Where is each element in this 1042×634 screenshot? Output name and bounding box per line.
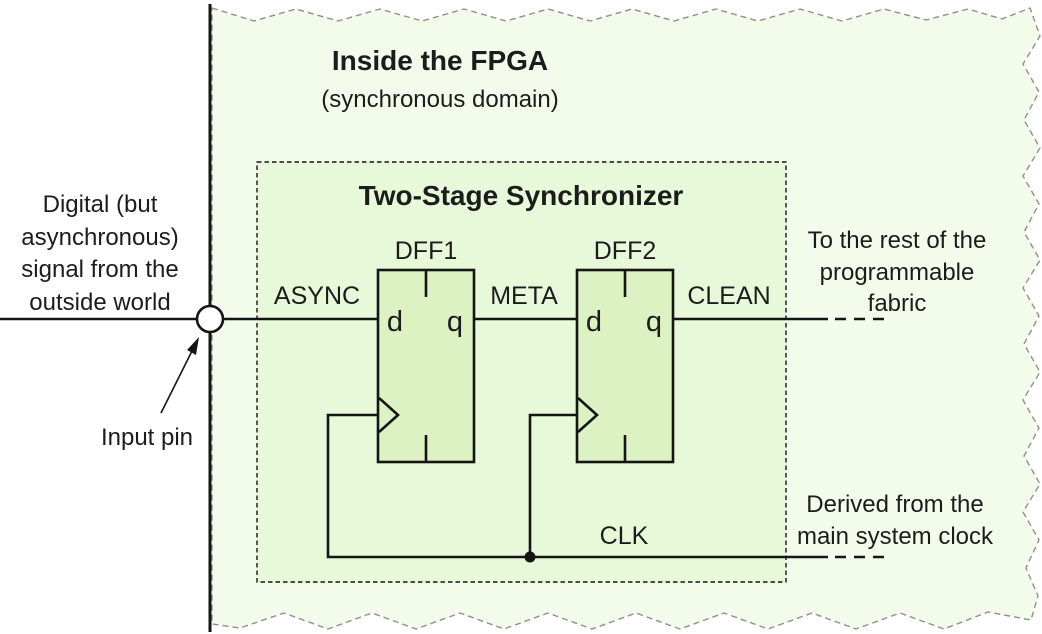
to-fabric-line-3: fabric bbox=[868, 290, 927, 317]
clk-signal-label: CLK bbox=[600, 522, 649, 550]
fpga-subtitle: (synchronous domain) bbox=[321, 86, 558, 113]
input-pin-circle bbox=[195, 304, 225, 334]
async-signal-label: ASYNC bbox=[274, 282, 360, 310]
dff2-q-port-label: q bbox=[646, 306, 662, 338]
dff2-label: DFF2 bbox=[594, 237, 657, 265]
synchronizer-title: Two-Stage Synchronizer bbox=[359, 180, 684, 211]
dff1-clock-triangle bbox=[378, 397, 400, 433]
clock-junction-dot bbox=[524, 551, 536, 563]
dff1-d-port-label: d bbox=[387, 306, 403, 338]
clock-branch-dff2 bbox=[528, 413, 577, 557]
to-fabric-line-1: To the rest of the bbox=[808, 227, 987, 254]
input-pin-label: Input pin bbox=[101, 424, 193, 451]
dff1-box bbox=[376, 268, 476, 464]
outside-signal-line-3: signal from the bbox=[21, 256, 178, 283]
to-fabric-annotation: To the rest of the programmable fabric bbox=[808, 227, 987, 317]
dff2-clock-triangle bbox=[577, 397, 599, 433]
input-pin-arrow-line bbox=[160, 350, 193, 414]
outside-signal-line-4: outside world bbox=[29, 289, 170, 316]
clock-source-annotation: Derived from the main system clock bbox=[797, 491, 994, 550]
meta-signal-label: META bbox=[490, 282, 558, 310]
dff2-d-port-label: d bbox=[586, 306, 602, 338]
outside-signal-line-1: Digital (but bbox=[43, 191, 158, 218]
dff1-q-port-label: q bbox=[447, 306, 463, 338]
dff2-box bbox=[575, 268, 675, 464]
synchronizer-box bbox=[256, 161, 787, 583]
clock-source-line-2: main system clock bbox=[797, 523, 994, 550]
input-pin-arrow-head bbox=[187, 337, 199, 355]
fpga-title: Inside the FPGA bbox=[332, 45, 548, 76]
outside-signal-annotation: Digital (but asynchronous) signal from t… bbox=[21, 191, 178, 316]
dff1-label: DFF1 bbox=[395, 237, 458, 265]
outside-signal-line-2: asynchronous) bbox=[21, 224, 178, 251]
clean-signal-label: CLEAN bbox=[687, 282, 770, 310]
clock-wire bbox=[326, 413, 828, 559]
to-fabric-line-2: programmable bbox=[820, 259, 975, 286]
clock-source-line-1: Derived from the bbox=[806, 491, 983, 518]
